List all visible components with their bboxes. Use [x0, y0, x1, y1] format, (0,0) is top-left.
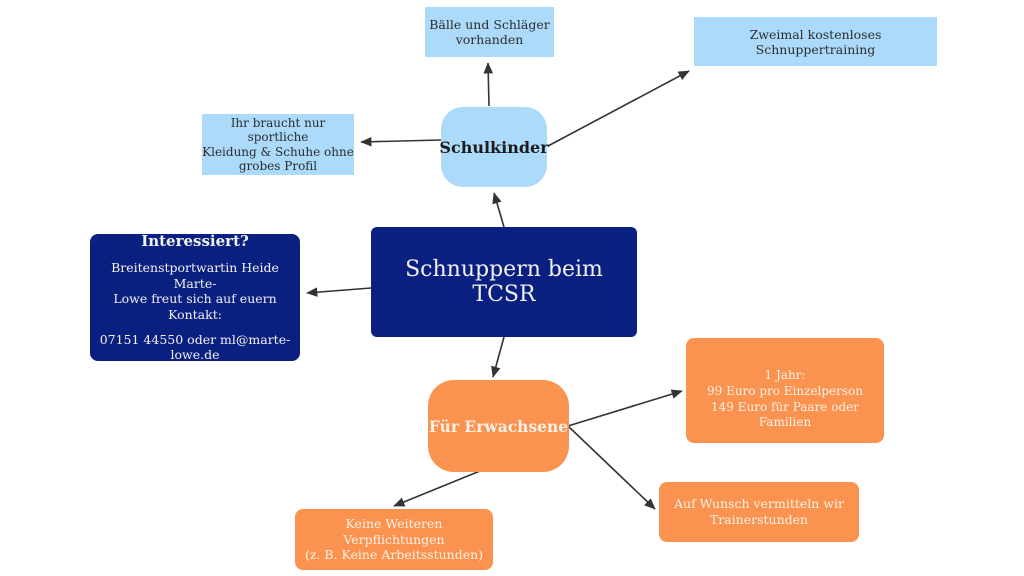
arrow-schulkinder-to-kleidung	[360, 136, 442, 147]
node-keine-text: Keine Weiteren Verpflichtungen (z. B. Ke…	[304, 516, 484, 563]
node-schulkinder: Schulkinder	[439, 107, 549, 187]
node-sportliche-kleidung: Ihr braucht nur sportliche Kleidung & Sc…	[202, 114, 354, 175]
node-schulkinder-label: Schulkinder	[439, 137, 549, 157]
arrow-schulkinder-to-zweimal	[547, 70, 690, 147]
center-title: Schnuppern beim TCSR	[405, 257, 603, 307]
node-interessiert: Interessiert? Breitenstportwartin Heide …	[90, 232, 300, 363]
node-fuer-erwachsene: Für Erwachsene	[428, 380, 569, 472]
arrow-center-to-erwachsene	[491, 336, 505, 378]
interessiert-title: Interessiert?	[141, 232, 249, 251]
arrow-erwachsene-to-jahr	[567, 389, 683, 427]
node-keine-verpflichtungen: Keine Weiteren Verpflichtungen (z. B. Ke…	[295, 509, 493, 570]
arrow-schulkinder-to-baelle	[483, 62, 494, 107]
node-kleidung-text: Ihr braucht nur sportliche Kleidung & Sc…	[202, 115, 354, 173]
node-trainerstunden: Auf Wunsch vermitteln wir Trainerstunden	[659, 482, 859, 542]
node-baelle-text: Bälle und Schläger vorhanden	[429, 17, 550, 47]
node-jahresbeitrag: 1 Jahr: 99 Euro pro Einzelperson 149 Eur…	[686, 338, 884, 443]
node-erwachsene-label: Für Erwachsene	[428, 416, 569, 436]
arrow-erwachsene-to-keine	[393, 470, 481, 507]
arrow-center-to-interessiert	[306, 287, 372, 297]
node-jahr-text: 1 Jahr: 99 Euro pro Einzelperson 149 Eur…	[706, 368, 864, 430]
arrow-erwachsene-to-wunsch	[567, 425, 656, 510]
node-zweimal-text: Zweimal kostenloses Schnuppertraining	[749, 26, 882, 57]
arrow-center-to-schulkinder	[492, 192, 505, 228]
node-baelle-und-schlaeger: Bälle und Schläger vorhanden	[425, 7, 554, 57]
node-wunsch-text: Auf Wunsch vermitteln wir Trainerstunden	[674, 496, 844, 527]
interessiert-contact: 07151 44550 oder ml@marte- lowe.de	[99, 331, 291, 363]
node-schnuppern-beim-tcsr: Schnuppern beim TCSR	[371, 227, 637, 337]
node-zweimal-kostenloses-schnuppertraining: Zweimal kostenloses Schnuppertraining	[694, 17, 937, 66]
interessiert-body: Breitenstportwartin Heide Marte- Lowe fr…	[111, 260, 279, 322]
